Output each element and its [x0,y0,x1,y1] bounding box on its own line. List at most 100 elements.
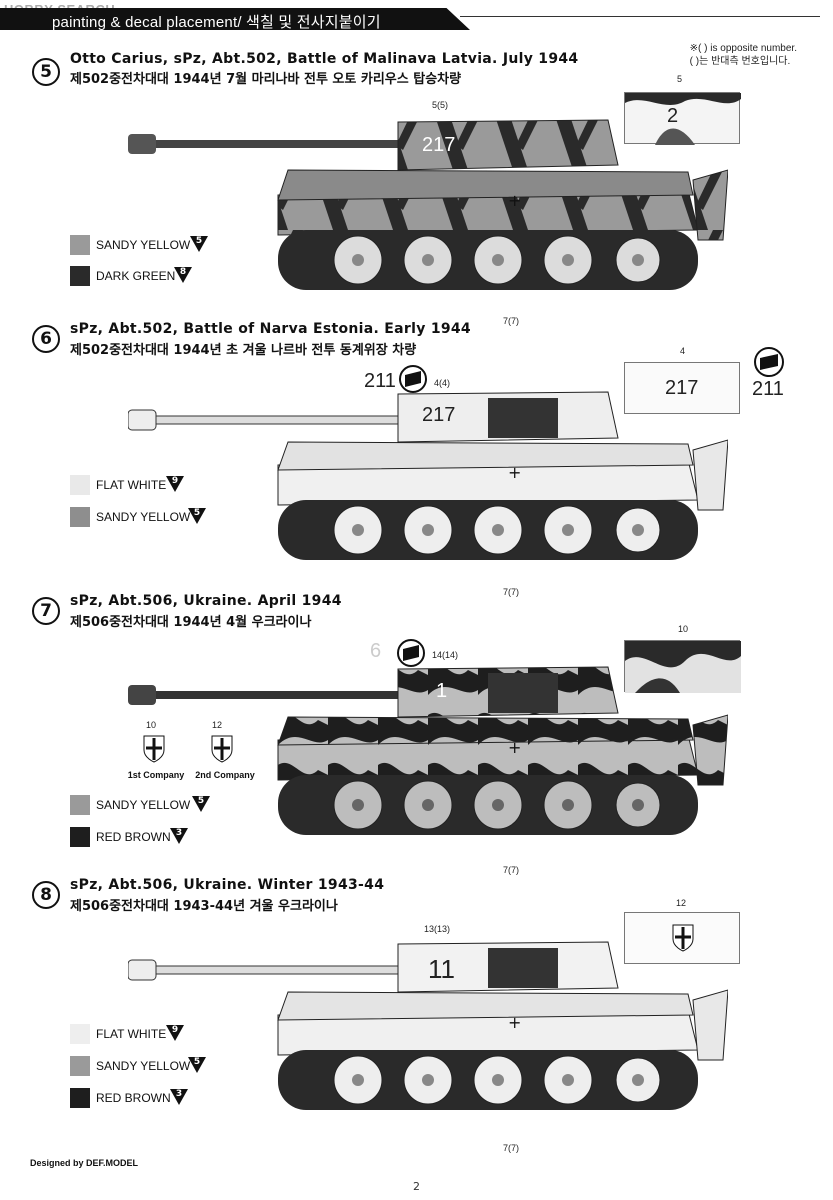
company-label: 1st Company [127,770,185,780]
paint-number-badge: 5 [188,508,206,524]
scheme-title: sPz, Abt.502, Battle of Narva Estonia. E… [70,321,471,337]
tiger-tank-side-view: + [128,941,728,1110]
scheme-number: 8 [32,881,60,909]
paint-number-badge: 5 [192,796,210,812]
scheme-subtitle: 제502중전차대대 1944년 7월 마리나바 전투 오토 카리우스 탑승차량 [70,72,462,87]
turret-marker: 13(13) [424,924,451,934]
cross-emblem-icon [754,347,784,377]
color-swatch [70,235,90,255]
paint-number-badge: 3 [170,828,188,844]
scheme-subtitle: 제506중전차대대 1944년 4월 우크라이나 [70,615,312,630]
color-label: SANDY YELLOW [96,798,191,812]
note-line-en: ※( ) is opposite number. [689,43,797,54]
color-swatch-row: FLAT WHITE 9 [70,1024,220,1044]
color-swatch-row: RED BROWN 3 [70,827,220,847]
paint-number: 5 [197,796,205,806]
color-swatch-row: SANDY YELLOW 5 [70,507,220,527]
decal-number: 2 [667,105,679,127]
color-label: RED BROWN [96,830,171,844]
color-swatch [70,1024,90,1044]
scheme-subtitle: 제506중전차대대 1943-44년 겨울 우크라이나 [70,899,338,914]
note-line-ko: ( )는 반대측 번호입니다. [689,56,791,67]
decal-preview [624,912,740,964]
color-swatch [70,795,90,815]
company-emblem-icon [211,735,233,763]
emblem-number: 211 [752,378,784,400]
color-label: SANDY YELLOW [96,238,191,252]
paint-number: 9 [171,1025,179,1035]
gun-barrel [128,140,408,148]
paint-number: 5 [193,508,201,518]
color-label: SANDY YELLOW [96,1059,191,1073]
company-emblem-icon [672,924,694,952]
paint-number: 5 [193,1057,201,1067]
color-swatch-row: DARK GREEN 8 [70,266,220,286]
page-number: 2 [413,1180,420,1193]
color-swatch [70,507,90,527]
color-label: FLAT WHITE [96,478,167,492]
color-swatch-row: SANDY YELLOW 5 [70,795,220,815]
color-swatch-row: SANDY YELLOW 5 [70,1056,220,1076]
color-swatch [70,1088,90,1108]
cross-emblem-icon [397,639,425,667]
turret-number: 1 [436,680,448,702]
color-swatch-row: SANDY YELLOW 5 [70,235,220,255]
decal-camo [625,93,741,145]
scheme-title: Otto Carius, sPz, Abt.502, Battle of Mal… [70,51,579,67]
turret-marker: 4(4) [434,378,451,388]
tiger-tank-side-view: + [128,391,728,560]
svg-text:+: + [508,738,521,757]
paint-number-badge: 9 [166,1025,184,1041]
decal-marker: 12 [676,898,687,908]
turret-marker: 14(14) [432,650,459,660]
company-decal-marker: 10 [146,720,157,730]
decal-marker: 5 [677,74,683,84]
paint-number: 8 [179,267,187,277]
side-number: 6 [370,640,382,662]
page-title: painting & decal placement/ 색칠 및 전사지붙이기 [52,14,381,31]
decal-preview: 2 [624,92,741,145]
muzzle-brake [128,134,156,154]
paint-number-badge: 3 [170,1089,188,1105]
decal-preview: 217 [624,362,740,414]
paint-number-badge: 5 [188,1057,206,1073]
color-label: DARK GREEN [96,269,176,283]
paint-number: 3 [175,1089,183,1099]
color-swatch [70,475,90,495]
tiger-tank-side-view: + [128,119,728,290]
color-swatch [70,266,90,286]
color-label: SANDY YELLOW [96,510,191,524]
hull-marker: 7(7) [503,587,520,597]
scheme-title: sPz, Abt.506, Ukraine. Winter 1943-44 [70,877,385,893]
svg-text:+: + [508,1013,521,1032]
paint-number: 9 [171,476,179,486]
decal-preview [624,640,741,693]
color-label: FLAT WHITE [96,1027,167,1041]
paint-number-badge: 5 [190,236,208,252]
scheme-subtitle: 제502중전차대대 1944년 초 겨울 나르바 전투 동계위장 차량 [70,343,417,358]
color-label: RED BROWN [96,1091,171,1105]
designer-credit: Designed by DEF.MODEL [30,1158,138,1168]
scheme-number: 6 [32,325,60,353]
paint-number-badge: 9 [166,476,184,492]
hull-marker: 7(7) [503,316,520,326]
scheme-title: sPz, Abt.506, Ukraine. April 1944 [70,593,342,609]
opposite-number-note: ※( ) is opposite number. ( )는 반대측 번호입니다. [690,42,797,68]
turret-marker: 5(5) [432,100,449,110]
svg-text:+: + [508,463,521,482]
company-emblem-icon [143,735,165,763]
side-number: 211 [364,370,396,392]
paint-number-badge: 8 [174,267,192,283]
designed-by-label: Designed by [30,1158,84,1168]
cross-emblem-icon [399,365,427,393]
color-swatch-row: FLAT WHITE 9 [70,475,220,495]
scheme-number: 5 [32,58,60,86]
hull-marker: 7(7) [503,865,520,875]
scheme-number: 7 [32,597,60,625]
decal-marker: 10 [678,624,689,634]
header-banner [0,8,470,30]
paint-number: 5 [195,236,203,246]
tiger-tank-side-view: + [128,666,728,835]
color-swatch-row: RED BROWN 3 [70,1088,220,1108]
decal-marker: 4 [680,346,686,356]
